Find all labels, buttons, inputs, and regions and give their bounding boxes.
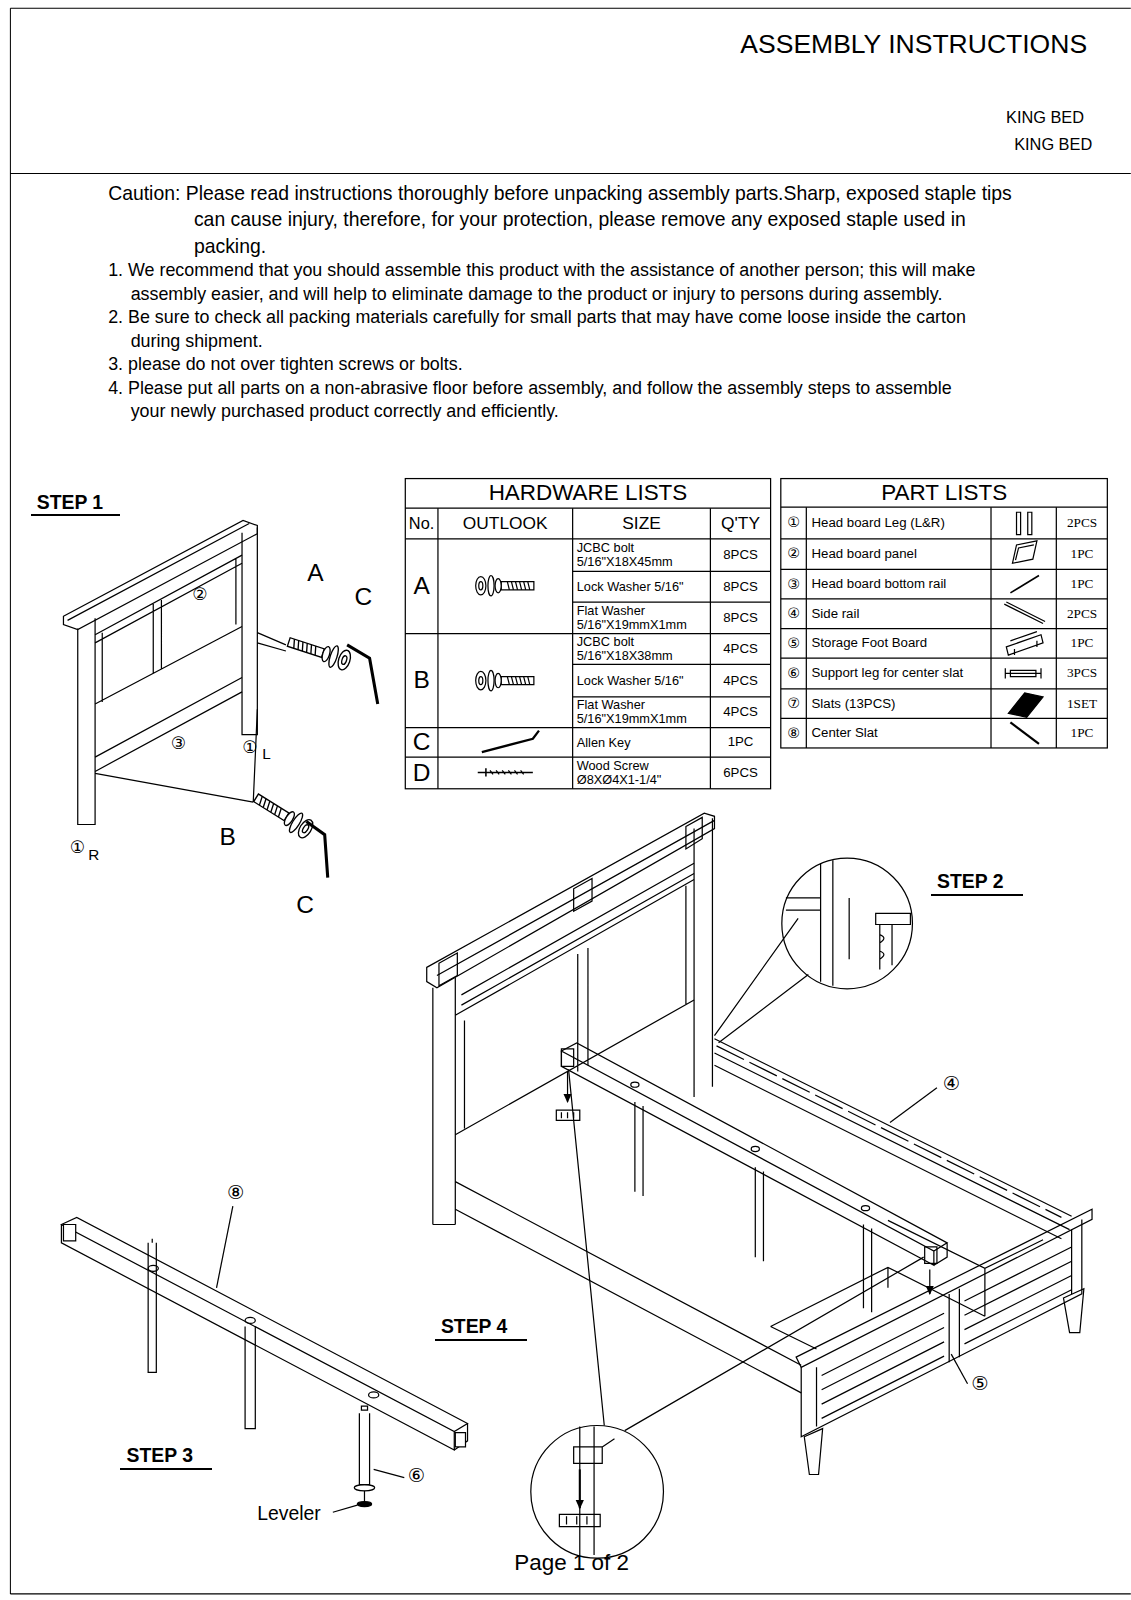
table-cell: Flat Washer 5/16"X19mmX1mm <box>577 697 708 728</box>
part-label: Leveler <box>257 1501 333 1528</box>
hardware-letter: C <box>405 728 438 758</box>
callout-number: ③ <box>781 570 807 600</box>
callout-number: ③ <box>166 731 190 755</box>
table-cell: 2PCS <box>1056 599 1107 629</box>
callout-number: ① <box>781 507 807 539</box>
callout-number: ④ <box>939 1072 963 1096</box>
hardware-letter: A <box>405 539 438 634</box>
callout-number: ⑧ <box>781 719 807 749</box>
hardware-letter: A <box>304 559 326 588</box>
callout-number: ⑦ <box>781 689 807 719</box>
page-number: Page 1 of 2 <box>449 1547 694 1580</box>
table-title: PART LISTS <box>781 479 1108 508</box>
table-cell: Lock Washer 5/16" <box>577 665 708 698</box>
table-cell: 2PCS <box>1056 507 1107 539</box>
table-header: Q'TY <box>710 508 770 539</box>
instruction-item: 1. We recommend that you should assemble… <box>108 259 981 306</box>
table-cell: Head board Leg (L&R) <box>812 507 990 539</box>
table-cell: Flat Washer 5/16"X19mmX1mm <box>577 602 708 634</box>
table-cell: 1SET <box>1056 689 1107 719</box>
table-cell: JCBC bolt 5/16"X18X45mm <box>577 539 708 572</box>
table-cell: 4PCS <box>710 697 770 728</box>
instruction-item: 2. Be sure to check all packing material… <box>108 306 981 353</box>
callout-number: ② <box>188 582 212 606</box>
table-cell: Storage Foot Board <box>812 629 990 659</box>
step-heading: STEP 2 <box>931 870 1023 897</box>
product-name: KING BED <box>878 106 1084 130</box>
table-cell: 8PCS <box>710 602 770 634</box>
caution-note: Caution: Please read instructions thorou… <box>108 180 1027 260</box>
table-header: OUTLOOK <box>438 508 573 539</box>
table-cell: JCBC bolt 5/16"X18X38mm <box>577 634 708 665</box>
instruction-item: 4. Please put all parts on a non-abrasiv… <box>108 377 981 424</box>
hardware-letter: C <box>294 891 316 920</box>
table-cell: Head board panel <box>812 539 990 570</box>
callout-number: ① <box>66 835 88 859</box>
page-title: ASSEMBLY INSTRUCTIONS <box>572 27 1087 64</box>
table-cell: Support leg for center slat <box>812 658 990 689</box>
hardware-letter: C <box>352 583 374 612</box>
side-letter: R <box>87 844 101 866</box>
product-name: KING BED <box>878 133 1092 157</box>
hardware-letter: D <box>405 757 438 789</box>
table-cell: Center Slat <box>812 719 990 749</box>
table-cell: 8PCS <box>710 539 770 572</box>
table-cell: Wood Screw Ø8XØ4X1-1/4" <box>577 757 708 789</box>
side-letter: L <box>259 743 273 765</box>
step-heading: STEP 4 <box>435 1315 527 1342</box>
instruction-item: 3. please do not over tighten screws or … <box>108 353 981 376</box>
table-cell: 1PC <box>1056 539 1107 570</box>
table-cell: 4PCS <box>710 665 770 698</box>
callout-number: ① <box>239 735 261 759</box>
hardware-letter: B <box>405 634 438 728</box>
table-cell: 1PC <box>710 728 770 758</box>
table-cell: 1PC <box>1056 570 1107 600</box>
callout-number: ⑥ <box>781 658 807 689</box>
table-header: No. <box>405 508 438 539</box>
table-cell: 1PC <box>1056 629 1107 659</box>
callout-number: ⑥ <box>404 1464 428 1488</box>
table-cell: 6PCS <box>710 757 770 789</box>
step-heading: STEP 1 <box>31 490 121 517</box>
callout-number: ⑤ <box>781 629 807 659</box>
table-cell: Head board bottom rail <box>812 570 990 600</box>
callout-number: ② <box>781 539 807 570</box>
step-heading: STEP 3 <box>120 1443 212 1470</box>
table-cell: Lock Washer 5/16" <box>577 572 708 603</box>
table-cell: 4PCS <box>710 634 770 665</box>
callout-number: ⑤ <box>968 1372 992 1396</box>
notes-block: Caution: Please read instructions thorou… <box>108 180 1032 424</box>
callout-number: ⑧ <box>223 1179 250 1206</box>
table-cell: Allen Key <box>577 728 708 758</box>
table-title: HARDWARE LISTS <box>405 479 770 509</box>
hardware-letter: B <box>216 823 238 852</box>
callout-number: ④ <box>781 599 807 629</box>
table-cell: Side rail <box>812 599 990 629</box>
table-cell: 8PCS <box>710 572 770 603</box>
table-cell: Slats (13PCS) <box>812 689 990 719</box>
table-cell: 1PC <box>1056 719 1107 749</box>
table-cell: 3PCS <box>1056 658 1107 689</box>
table-header: SIZE <box>573 508 711 539</box>
